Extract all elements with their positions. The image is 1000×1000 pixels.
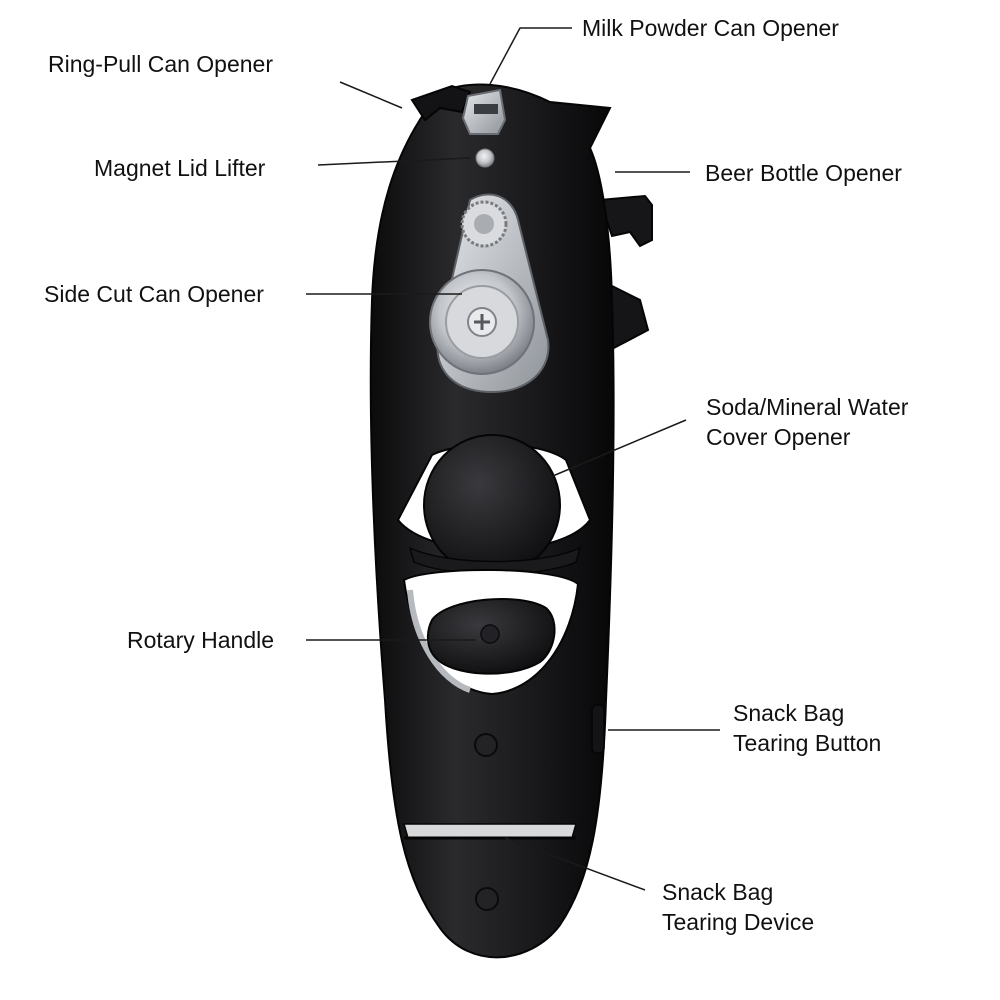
label-ring-pull: Ring-Pull Can Opener [48,51,274,77]
leader-milk-powder [489,27,572,85]
leader-lines [306,27,720,891]
label-snack-device-line1: Snack Bag [662,879,774,905]
label-rotary-handle: Rotary Handle [127,627,275,653]
label-soda-line2: Cover Opener [706,424,851,450]
magnet-dot [475,148,495,168]
label-soda-line1: Soda/Mineral Water [706,394,909,420]
leader-snack-device [504,837,646,891]
label-snack-button-line2: Tearing Button [733,730,882,756]
leader-ring-pull [339,81,403,109]
label-snack-button: Snack Bag Tearing Button [733,698,881,758]
bottom-dot [475,887,499,911]
label-milk-powder: Milk Powder Can Opener [582,15,839,41]
label-side-cut: Side Cut Can Opener [44,281,264,307]
tearing-slot [403,823,577,839]
label-soda: Soda/Mineral Water Cover Opener [706,392,908,452]
label-snack-device-line2: Tearing Device [662,909,815,935]
body-dot [474,733,498,757]
leader-magnet-lid [317,157,471,166]
label-snack-button-line1: Snack Bag [733,700,845,726]
ring-pull-hook [410,84,472,122]
beer-bottle-hook [598,194,653,248]
label-magnet-lid: Magnet Lid Lifter [94,155,266,181]
label-beer-bottle: Beer Bottle Opener [705,160,902,186]
soda-dome [423,434,561,576]
side-button [591,704,605,754]
leader-soda [547,419,687,479]
label-snack-device: Snack Bag Tearing Device [662,877,814,937]
